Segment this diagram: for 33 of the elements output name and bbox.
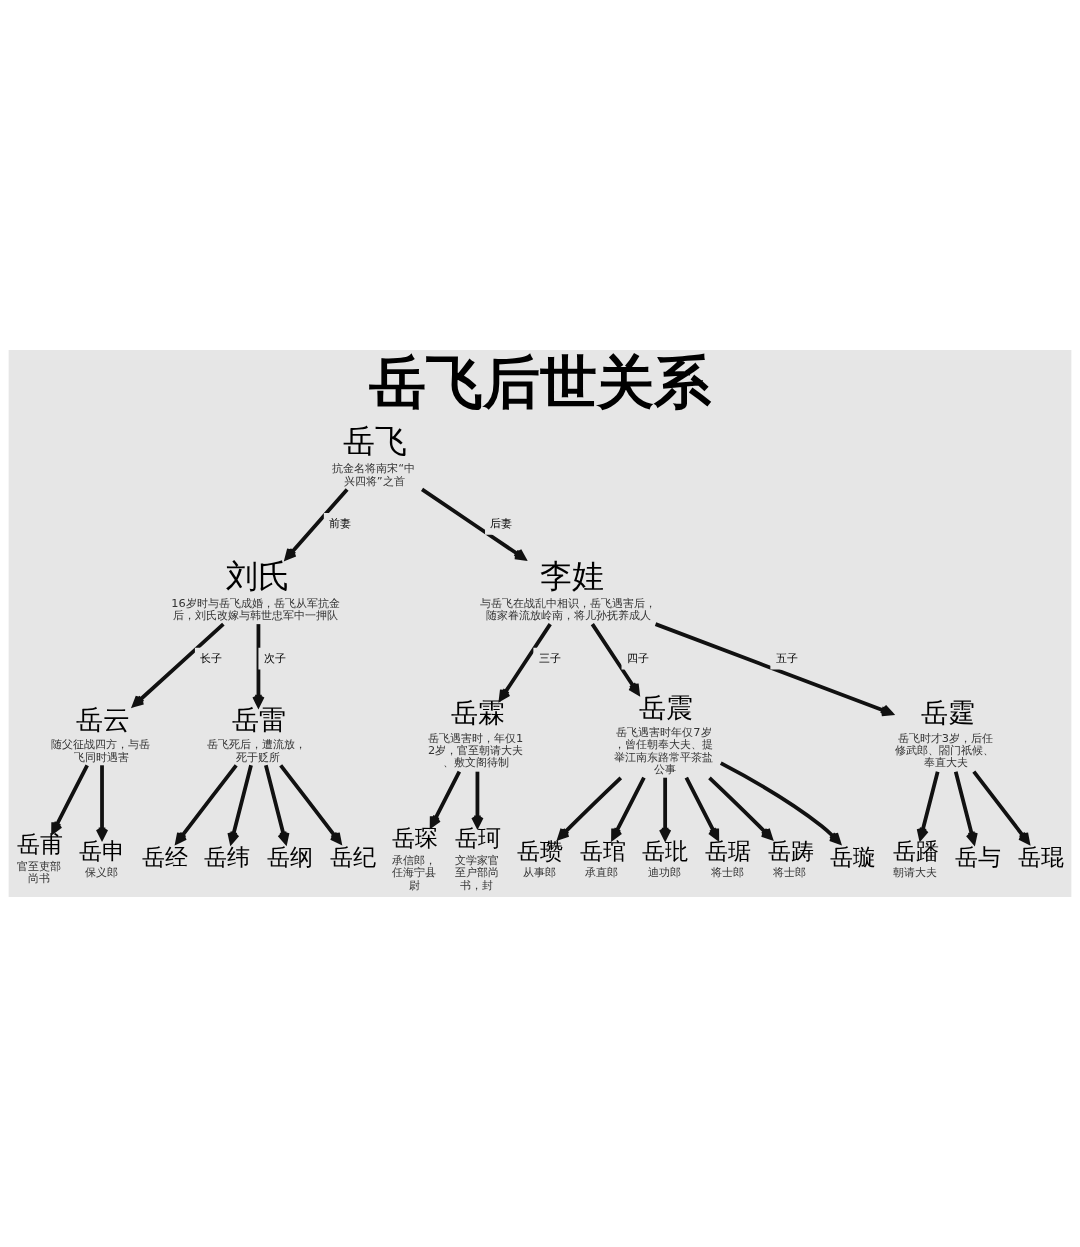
node-text: 岳蹯 朝请大夫 [892,837,939,880]
node-text: 岳踌 将士郎 [767,837,814,880]
node-text: 岳震 岳飞遇害时年仅7岁，曾任朝奉大夫、提举江南东路常平茶盐公事 [613,691,713,776]
node-text: 李娃 与岳飞在战乱中相识，岳飞遇害后，随家眷流放岭南，将儿孙抚养成人 [480,556,657,623]
node-text: 岳琨 [1017,844,1064,871]
node-text: 岳霖 岳飞遇害时，年仅12岁，官至朝请大夫、敷文阁待制 [428,697,524,770]
node-text: 刘氏 16岁时与岳飞成婚，岳飞从军抗金后，刘氏改嫁与韩世忠军中一押队 [171,556,340,623]
edge-label: 长子 [200,650,223,665]
node-text: 岳与 [955,844,1002,871]
node-text: 岳飞 抗金名将南宋“中兴四将”之首 [332,422,416,488]
node-text: 岳琛 承信郎，任海宁县尉 [392,825,439,892]
node-text: 岳珂 文学家官至户部尚书，封 [454,825,501,892]
node-text: 岳玭 迪功郎 [642,837,689,880]
node-text: 岳甫 官至吏部尚书 [16,831,63,885]
node-text: 岳纪 [329,844,376,871]
node-text: 岳琯 承直郎 [579,837,626,880]
node-text: 岳纬 [204,844,251,871]
node-text: 岳经 [141,844,188,871]
edge-label: 三子 [538,650,561,665]
node-text: 岳瓒 从事郎 [517,837,564,880]
edge-label: 前妻 [329,516,352,531]
edge-label: 后妻 [490,516,513,531]
node-text: 岳云 随父征战四方，与岳飞同时遇害 [50,704,150,764]
diagram-title: 岳飞后世关系 [368,349,711,416]
node-text: 岳雷 岳飞死后，遭流放，死于贬所 [207,704,307,764]
node-text: 岳霆 岳飞时才3岁，后任修武郎、閤门祇候、奉直大夫 [895,697,995,770]
node-text: 岳申 保义郎 [79,837,126,880]
edge-label: 四子 [626,650,649,665]
node-text: 岳琚 将士郎 [704,837,751,880]
edge-label: 次子 [263,650,286,665]
node-text: 岳璇 [830,844,877,871]
node-text: 岳纲 [266,844,313,871]
edge-label: 五子 [775,650,798,665]
